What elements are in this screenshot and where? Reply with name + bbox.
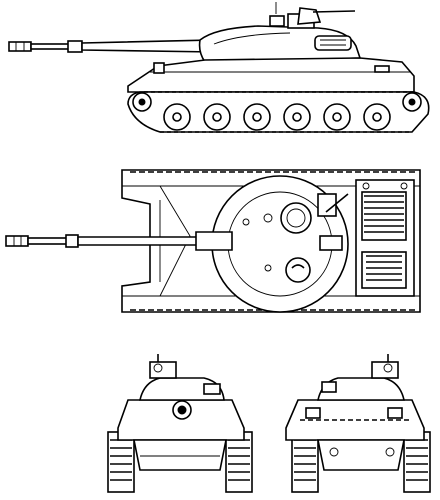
top-gun-barrel (5, 231, 233, 251)
rear-tracks (291, 431, 431, 493)
top-view (5, 169, 421, 313)
front-tracks (107, 431, 253, 493)
front-hull (117, 399, 245, 471)
side-turret (198, 25, 362, 63)
rear-view (285, 354, 431, 493)
rear-hull (285, 399, 425, 471)
side-gun-barrel (8, 39, 216, 53)
rear-turret (317, 354, 405, 401)
side-hull (127, 57, 415, 93)
side-track (127, 91, 430, 133)
side-cupola-mg (269, 2, 356, 29)
top-engine-deck (355, 179, 415, 297)
side-view (8, 2, 430, 133)
top-turret (211, 175, 349, 313)
front-turret (139, 354, 225, 420)
side-road-wheels (132, 92, 422, 131)
front-view (107, 354, 253, 493)
